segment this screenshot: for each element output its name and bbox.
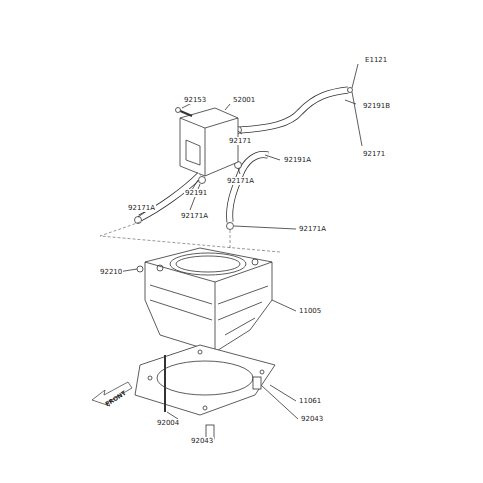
callout-number: 92171A bbox=[298, 225, 327, 233]
callout-number: 92191 bbox=[184, 189, 208, 197]
callout-number: 92171 bbox=[228, 137, 252, 145]
callout-number: 92191B bbox=[362, 102, 391, 110]
callout-number: 92171A bbox=[180, 212, 209, 220]
callout-number: 92043 bbox=[300, 415, 324, 423]
callout-number: 92191A bbox=[283, 156, 312, 164]
callout-number: 92171 bbox=[362, 150, 386, 158]
callout-number: 92153 bbox=[183, 96, 207, 104]
callout-number: 11005 bbox=[298, 307, 322, 315]
callout-number: E1121 bbox=[364, 56, 388, 64]
callout-number: 92171A bbox=[127, 204, 156, 212]
callout-number: 92171A bbox=[226, 177, 255, 185]
callout-number: 92210 bbox=[99, 268, 123, 276]
callout-number: 11061 bbox=[298, 397, 322, 405]
callout-number: 92043 bbox=[190, 437, 214, 445]
callout-number: 92004 bbox=[156, 419, 180, 427]
callout-number: 52001 bbox=[232, 96, 256, 104]
